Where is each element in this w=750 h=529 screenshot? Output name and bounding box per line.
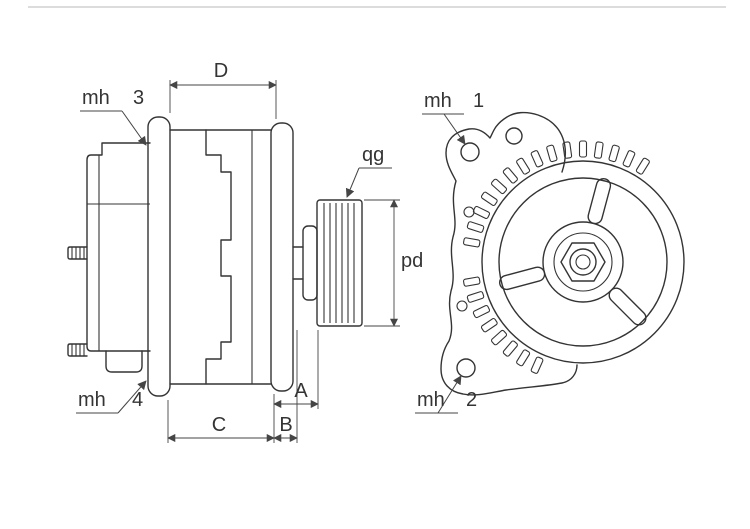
- front-view: [440, 111, 685, 396]
- dim-label-d: D: [214, 60, 228, 82]
- callout-mh4-label: mh: [78, 389, 106, 411]
- callout-mh3-num: 3: [133, 87, 144, 109]
- dimension-lines: [76, 80, 466, 443]
- drawing-labels: D C B A pd qg mh 3 mh 4 mh 1 mh 2: [78, 60, 484, 436]
- dimension-d: [169, 80, 277, 119]
- dimension-b: [273, 330, 298, 443]
- callout-mh2-num: 2: [466, 389, 477, 411]
- dim-label-c: C: [212, 414, 226, 436]
- callout-mh1-num: 1: [473, 90, 484, 112]
- callout-mh4-num: 4: [132, 389, 143, 411]
- leader-mh4: [76, 380, 147, 414]
- terminal-stud-upper: [67, 246, 88, 260]
- leader-mh3: [80, 110, 147, 146]
- callout-leaders: [76, 110, 466, 414]
- dim-label-a: A: [294, 380, 308, 402]
- callout-mh3-label: mh: [82, 87, 110, 109]
- rear-housing: [86, 142, 151, 352]
- shaft-circle: [569, 248, 597, 276]
- leader-mh1: [422, 113, 466, 145]
- mounting-bracket-outline: [440, 111, 578, 396]
- ear-hole-top: [505, 127, 523, 145]
- vent-slots: [462, 140, 650, 374]
- dim-label-pd: pd: [401, 250, 423, 272]
- pulley-side: [316, 199, 363, 327]
- terminal-stud-lower: [67, 343, 88, 357]
- mounting-hole-2: [456, 358, 476, 378]
- dim-label-b: B: [279, 414, 292, 436]
- rear-mounting-flange: [147, 116, 171, 397]
- callout-mh1-label: mh: [424, 90, 452, 112]
- bottom-foot-lug: [105, 350, 143, 373]
- callout-qg: qg: [362, 144, 384, 166]
- boss-hole-lower: [456, 300, 468, 312]
- spacer-disc: [302, 225, 318, 301]
- callout-mh2-label: mh: [417, 389, 445, 411]
- shaft-nut-hex: [560, 242, 606, 282]
- pulley-spokes: [498, 177, 647, 326]
- leader-qg: [345, 167, 392, 198]
- leader-mh2: [415, 375, 462, 414]
- pulley-front: [481, 160, 685, 364]
- dimension-pd: [364, 199, 400, 327]
- dimension-a: [273, 330, 319, 409]
- front-mounting-flange: [270, 122, 294, 392]
- shaft: [292, 225, 318, 301]
- side-view: [67, 116, 363, 397]
- mounting-hole-1: [460, 142, 480, 162]
- boss-hole-upper: [463, 206, 475, 218]
- stator-body: [169, 129, 272, 385]
